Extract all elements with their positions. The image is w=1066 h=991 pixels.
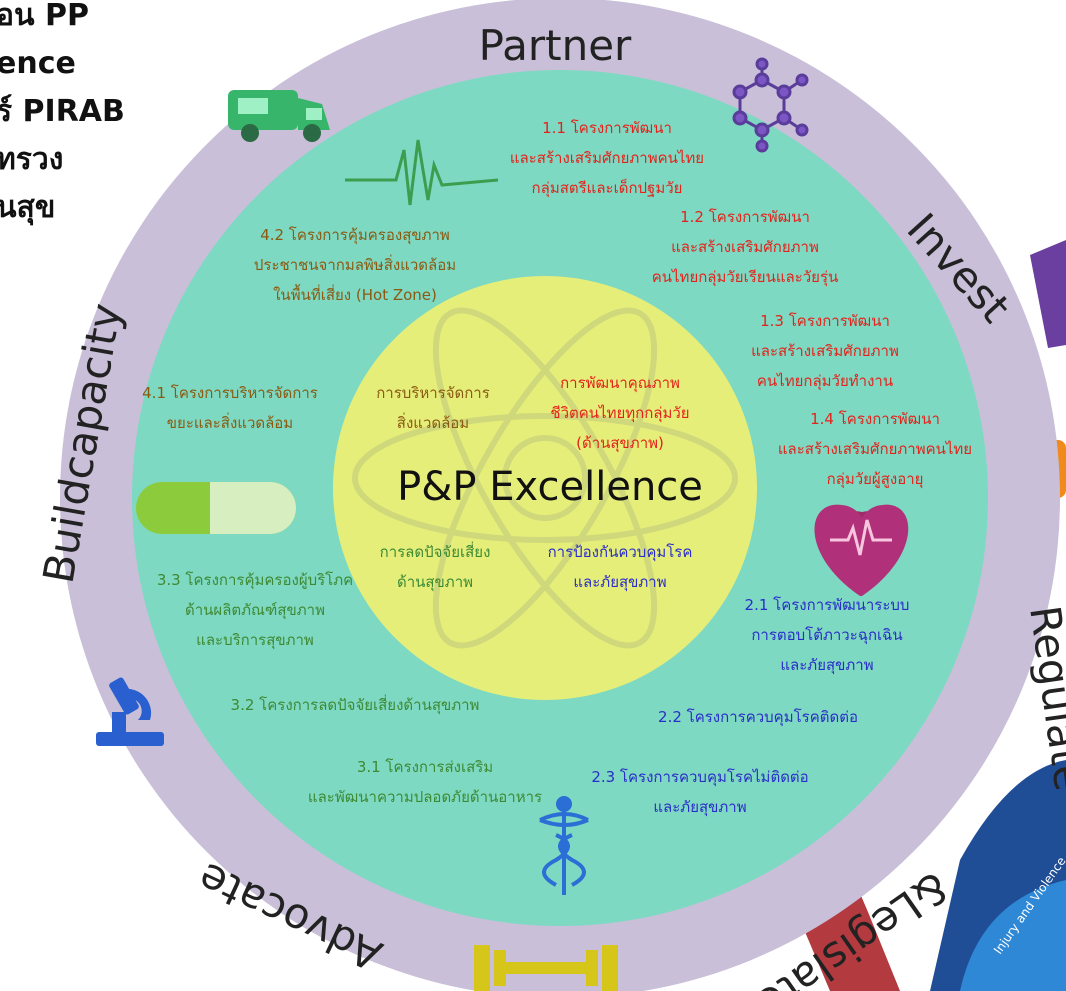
- blue-corner-highlight: [960, 880, 1066, 991]
- center-quadrant-env-line: สิ่งแวดล้อม: [396, 414, 470, 432]
- microscope-icon: [96, 677, 164, 746]
- ring-label-regulate: Regulate: [1020, 603, 1066, 794]
- project-line: ด้านผลิตภัณฑ์สุขภาพ: [184, 601, 325, 619]
- center-quadrant-env-line: การบริหารจัดการ: [376, 384, 490, 402]
- project-line: 1.3 โครงการพัฒนา: [760, 312, 890, 330]
- project-line: และภัยสุขภาพ: [653, 798, 747, 816]
- project-line: และสร้างเสริมศักยภาพคนไทย: [777, 440, 973, 458]
- center-quadrant-risk-line: การลดปัจจัยเสี่ยง: [379, 543, 491, 561]
- project-2-3: 2.3 โครงการควบคุมโรคไม่ติดต่อ และภัยสุขภ…: [575, 762, 825, 822]
- project-3-2: 3.2 โครงการลดปัจจัยเสี่ยงด้านสุขภาพ: [190, 690, 520, 720]
- project-line: และบริการสุขภาพ: [196, 631, 314, 649]
- center-quadrant-env: การบริหารจัดการ สิ่งแวดล้อม: [368, 378, 498, 438]
- left-title: อน PP ence ร์ PIRAB ทรวง นสุข: [0, 0, 170, 232]
- project-line: 4.1 โครงการบริหารจัดการ: [142, 384, 318, 402]
- project-line: 3.1 โครงการส่งเสริม: [356, 758, 494, 776]
- center-quadrant-disease: การป้องกันควบคุมโรค และภัยสุขภาพ: [530, 537, 710, 597]
- pill-capsule-icon: [136, 482, 296, 534]
- project-line: 4.2 โครงการคุ้มครองสุขภาพ: [260, 226, 450, 244]
- center-quadrant-quality-line: การพัฒนาคุณภาพ: [560, 374, 680, 392]
- project-line: และสร้างเสริมศักยภาพ: [671, 238, 819, 256]
- dumbbell-icon: [474, 945, 618, 991]
- project-line: 2.1 โครงการพัฒนาระบบ: [744, 596, 910, 614]
- project-2-1: 2.1 โครงการพัฒนาระบบ การตอบโต้ภาวะฉุกเฉิ…: [722, 590, 932, 680]
- project-line: และสร้างเสริมศักยภาพคนไทย: [509, 149, 705, 167]
- center-quadrant-risk: การลดปัจจัยเสี่ยง ด้านสุขภาพ: [365, 537, 505, 597]
- project-line: 1.2 โครงการพัฒนา: [680, 208, 810, 226]
- ambulance-icon: [228, 90, 330, 142]
- center-quadrant-quality: การพัฒนาคุณภาพ ชีวิตคนไทยทุกกลุ่มวัย (ด้…: [520, 368, 720, 458]
- project-line: ในพื้นที่เสี่ยง (Hot Zone): [273, 286, 437, 304]
- atom-icon: [352, 307, 738, 649]
- project-line: และภัยสุขภาพ: [780, 656, 874, 674]
- project-1-1: 1.1 โครงการพัฒนา และสร้างเสริมศักยภาพคนไ…: [482, 113, 732, 203]
- project-3-3: 3.3 โครงการคุ้มครองผู้บริโภค ด้านผลิตภัณ…: [130, 565, 380, 655]
- center-quadrant-disease-line: การป้องกันควบคุมโรค: [547, 543, 693, 561]
- project-1-3: 1.3 โครงการพัฒนา และสร้างเสริมศักยภาพ คน…: [735, 306, 915, 396]
- project-line: 3.2 โครงการลดปัจจัยเสี่ยงด้านสุขภาพ: [230, 696, 480, 714]
- left-title-line-2: ence: [0, 46, 76, 81]
- molecule-network-icon: [732, 57, 809, 153]
- heart-pulse-icon: [814, 504, 909, 596]
- purple-tab-shape: [1030, 240, 1066, 348]
- project-line: และพัฒนาความปลอดภัยด้านอาหาร: [307, 788, 543, 806]
- project-2-2: 2.2 โครงการควบคุมโรคติดต่อ: [638, 702, 878, 732]
- project-1-4: 1.4 โครงการพัฒนา และสร้างเสริมศักยภาพคนไ…: [755, 404, 995, 494]
- project-line: ประชาชนจากมลพิษสิ่งแวดล้อม: [253, 256, 457, 274]
- project-line: 2.2 โครงการควบคุมโรคติดต่อ: [658, 708, 858, 726]
- left-title-line-1: อน PP: [0, 0, 89, 33]
- project-line: การตอบโต้ภาวะฉุกเฉิน: [751, 626, 903, 644]
- project-line: 1.1 โครงการพัฒนา: [542, 119, 672, 137]
- project-4-2: 4.2 โครงการคุ้มครองสุขภาพ ประชาชนจากมลพิ…: [215, 220, 495, 310]
- project-line: ขยะและสิ่งแวดล้อม: [166, 414, 294, 432]
- left-title-line-4: ทรวง: [0, 142, 64, 177]
- center-quadrant-quality-line: (ด้านสุขภาพ): [576, 434, 664, 452]
- left-title-line-5: นสุข: [0, 190, 56, 225]
- project-line: กลุ่มวัยผู้สูงอายุ: [826, 470, 924, 488]
- project-line: กลุ่มสตรีและเด็กปฐมวัย: [531, 179, 683, 197]
- project-line: และสร้างเสริมศักยภาพ: [751, 342, 899, 360]
- caduceus-icon: [539, 796, 589, 895]
- ring-label-partner: Partner: [479, 21, 632, 70]
- center-title: P&P Excellence: [397, 464, 703, 510]
- center-quadrant-risk-line: ด้านสุขภาพ: [396, 573, 474, 591]
- project-line: 2.3 โครงการควบคุมโรคไม่ติดต่อ: [591, 768, 809, 786]
- center-quadrant-disease-line: และภัยสุขภาพ: [573, 573, 667, 591]
- center-quadrant-quality-line: ชีวิตคนไทยทุกกลุ่มวัย: [550, 404, 690, 422]
- project-1-2: 1.2 โครงการพัฒนา และสร้างเสริมศักยภาพ คน…: [625, 202, 865, 292]
- project-line: 3.3 โครงการคุ้มครองผู้บริโภค: [156, 571, 354, 589]
- left-title-line-3: ร์ PIRAB: [0, 94, 125, 129]
- project-line: 1.4 โครงการพัฒนา: [810, 410, 940, 428]
- heartbeat-line-icon: [345, 139, 499, 206]
- project-4-1: 4.1 โครงการบริหารจัดการ ขยะและสิ่งแวดล้อ…: [110, 378, 350, 438]
- project-line: คนไทยกลุ่มวัยเรียนและวัยรุ่น: [651, 268, 839, 286]
- project-line: คนไทยกลุ่มวัยทำงาน: [756, 372, 894, 390]
- project-3-1: 3.1 โครงการส่งเสริม และพัฒนาความปลอดภัยด…: [285, 752, 565, 812]
